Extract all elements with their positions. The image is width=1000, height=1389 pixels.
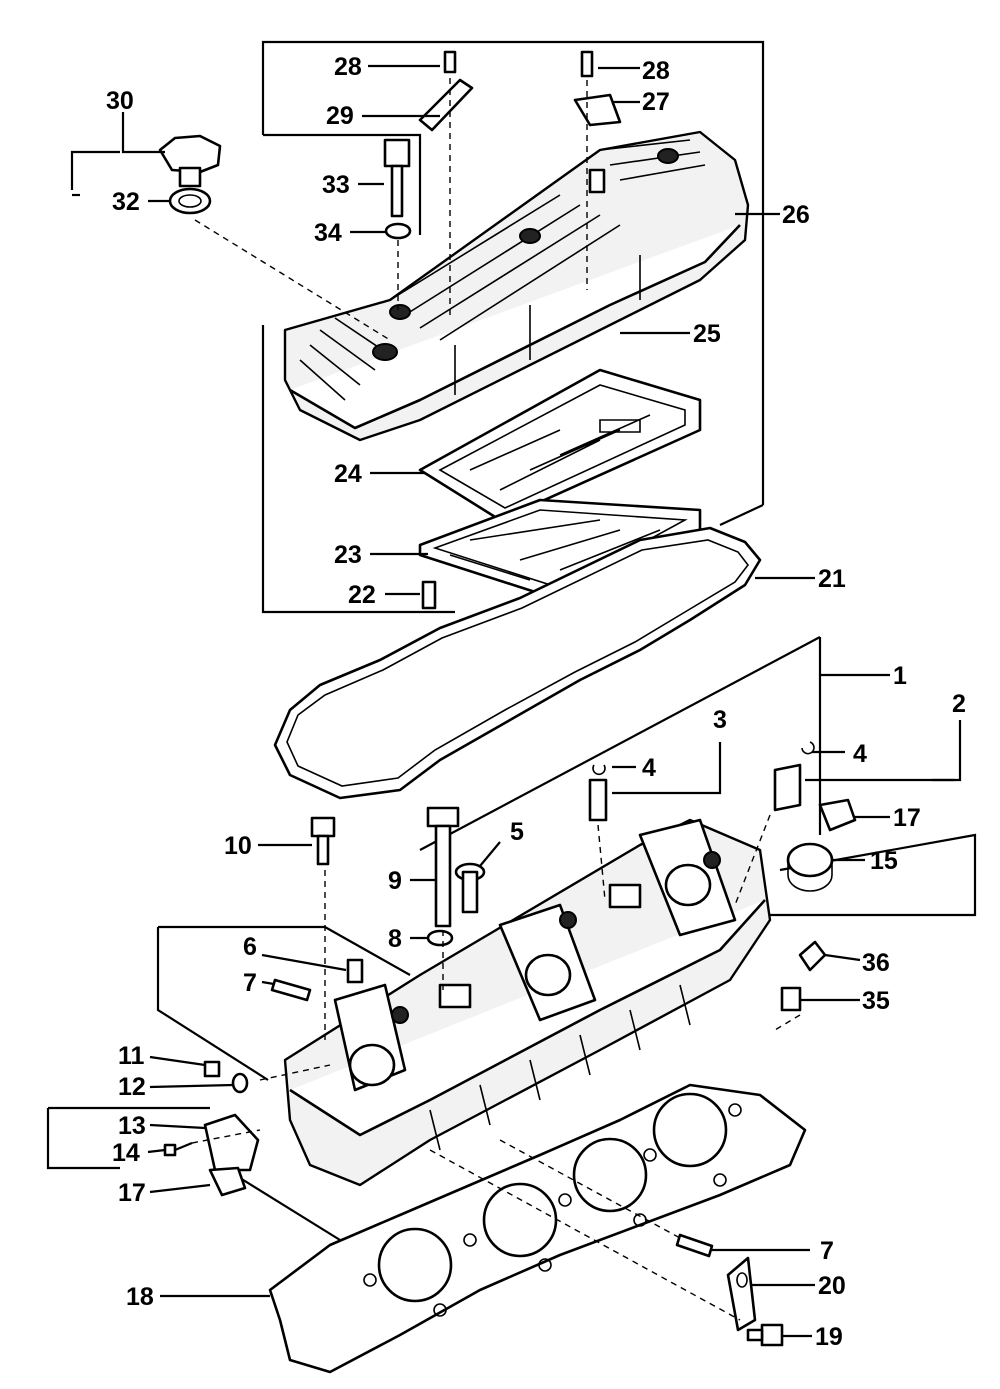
bolt-19: [746, 1323, 784, 1347]
alignment-lines: [191, 78, 801, 1321]
cover-bolt: [383, 138, 411, 218]
callout-28a: 28: [334, 53, 362, 81]
callout-6: 6: [243, 933, 257, 961]
callout-12: 12: [118, 1073, 146, 1101]
callout-29: 29: [326, 102, 354, 130]
callout-3: 3: [713, 706, 727, 734]
callout-21: 21: [818, 565, 846, 593]
bolt-11-and-washer-12: [203, 1060, 249, 1094]
callout-23: 23: [334, 541, 362, 569]
callout-9: 9: [388, 867, 402, 895]
rocker-cover: [283, 130, 750, 442]
callout-11: 11: [118, 1042, 145, 1070]
plug-17-upper: [818, 798, 857, 832]
cylinder-head: [283, 818, 772, 1187]
head-bolt: [426, 806, 460, 928]
callout-20: 20: [818, 1272, 846, 1300]
plug-17-lower: [208, 1166, 247, 1197]
callout-25: 25: [693, 320, 721, 348]
callout-leaders: [121, 64, 890, 1338]
stud-7-upper: [270, 978, 312, 1002]
callout-17b: 17: [118, 1179, 146, 1207]
callout-33: 33: [322, 171, 350, 199]
fitting-35: [780, 986, 802, 1012]
bolt-10: [310, 816, 336, 866]
callout-14: 14: [112, 1139, 140, 1167]
head-gasket: [268, 1083, 807, 1374]
callout-24: 24: [334, 460, 362, 488]
callout-36: 36: [862, 949, 890, 977]
callout-7b: 7: [820, 1237, 834, 1265]
callout-22: 22: [348, 581, 376, 609]
clip-4: [592, 741, 815, 776]
cover-bracket-27: [573, 93, 622, 127]
bracket-20: [726, 1256, 757, 1332]
small-screws-top: [443, 50, 594, 78]
callout-5: 5: [510, 818, 524, 846]
sensor-36: [798, 940, 827, 972]
callout-30: 30: [106, 87, 134, 115]
bolt-14: [163, 1141, 193, 1157]
oil-filler-cap: [158, 134, 222, 188]
callout-28b: 28: [642, 57, 670, 85]
cover-bracket-29: [418, 78, 474, 132]
callout-15: 15: [870, 847, 898, 875]
callout-18: 18: [126, 1283, 154, 1311]
callout-7a: 7: [243, 969, 257, 997]
callout-4a: 4: [642, 754, 656, 782]
callout-8: 8: [388, 925, 402, 953]
callout-4b: 4: [853, 740, 867, 768]
cover-assembly-bracket: [70, 40, 765, 614]
dowel-6: [346, 958, 364, 984]
callout-10: 10: [224, 832, 252, 860]
washer-8: [426, 929, 454, 947]
studs-3-and-2: [588, 763, 802, 822]
plug-5: [454, 862, 486, 914]
cap-seal-ring: [168, 187, 212, 215]
callout-17a: 17: [893, 804, 921, 832]
callout-32: 32: [112, 188, 140, 216]
callout-26: 26: [782, 201, 810, 229]
callout-35: 35: [862, 987, 890, 1015]
baffle-screw: [421, 580, 437, 610]
callout-13: 13: [118, 1112, 146, 1140]
callout-27: 27: [642, 88, 670, 116]
end-cover-13: [203, 1113, 260, 1172]
cover-gasket: [273, 526, 762, 800]
callout-2: 2: [952, 690, 966, 718]
callout-19: 19: [815, 1323, 843, 1351]
callout-labels: 28 28 29 27 30 33 32 34 26 25 24 23 21 2…: [106, 53, 966, 1351]
plug-15: [786, 842, 834, 892]
stud-7-lower: [675, 1233, 714, 1258]
callout-34: 34: [314, 219, 342, 247]
bolt-washer: [384, 222, 412, 240]
baffle-plate-upper: [418, 368, 702, 522]
callout-1: 1: [893, 662, 907, 690]
